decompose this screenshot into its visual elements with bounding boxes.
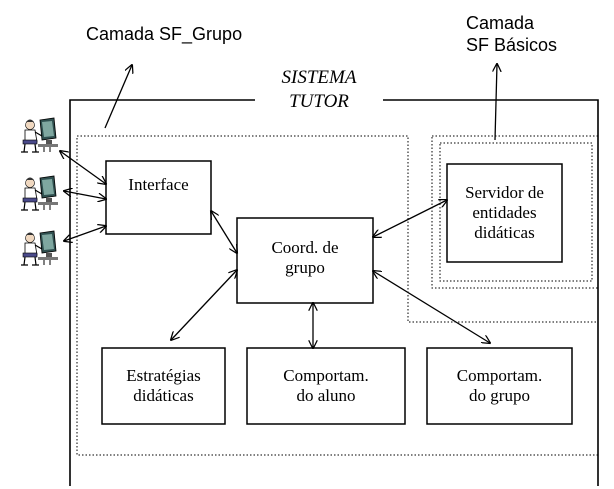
coordinator-group-behavior-arrow (373, 271, 490, 343)
coordinator-server-arrow (373, 200, 447, 237)
group-layer-label: Camada SF_Grupo (86, 24, 243, 44)
group-layer-region (76, 135, 599, 456)
student-behavior-box (246, 347, 406, 425)
strategies-label: Estratégias didáticas (126, 366, 201, 405)
interface-box (105, 160, 212, 235)
student-behavior-label: Comportam. do aluno (283, 366, 369, 405)
group-coordinator-label: Coord. de grupo (271, 238, 339, 277)
basic-layer-pointer-arrow (495, 64, 497, 141)
interface-label: Interface (128, 175, 189, 194)
user-2-interface-arrow (64, 191, 106, 199)
user-3-interface-arrow (64, 226, 106, 241)
basic-layer-label: Camada SF Básicos (466, 13, 558, 55)
group-behavior-label: Comportam. do grupo (456, 366, 543, 405)
coordinator-strategies-arrow (171, 270, 237, 340)
group-layer-pointer-arrow (104, 65, 132, 129)
strategies-box (101, 347, 226, 425)
student-at-computer-icon (20, 117, 59, 153)
group-coordinator-box (236, 217, 374, 304)
system-title: SISTEMA TUTOR (281, 67, 357, 112)
student-at-computer-icon (20, 175, 59, 211)
user-1-interface-arrow (60, 151, 106, 184)
interface-coordinator-arrow (211, 211, 237, 253)
entity-server-label: Servidor de entidades didáticas (465, 183, 544, 242)
student-at-computer-icon (20, 230, 59, 266)
group-behavior-box (426, 347, 573, 425)
